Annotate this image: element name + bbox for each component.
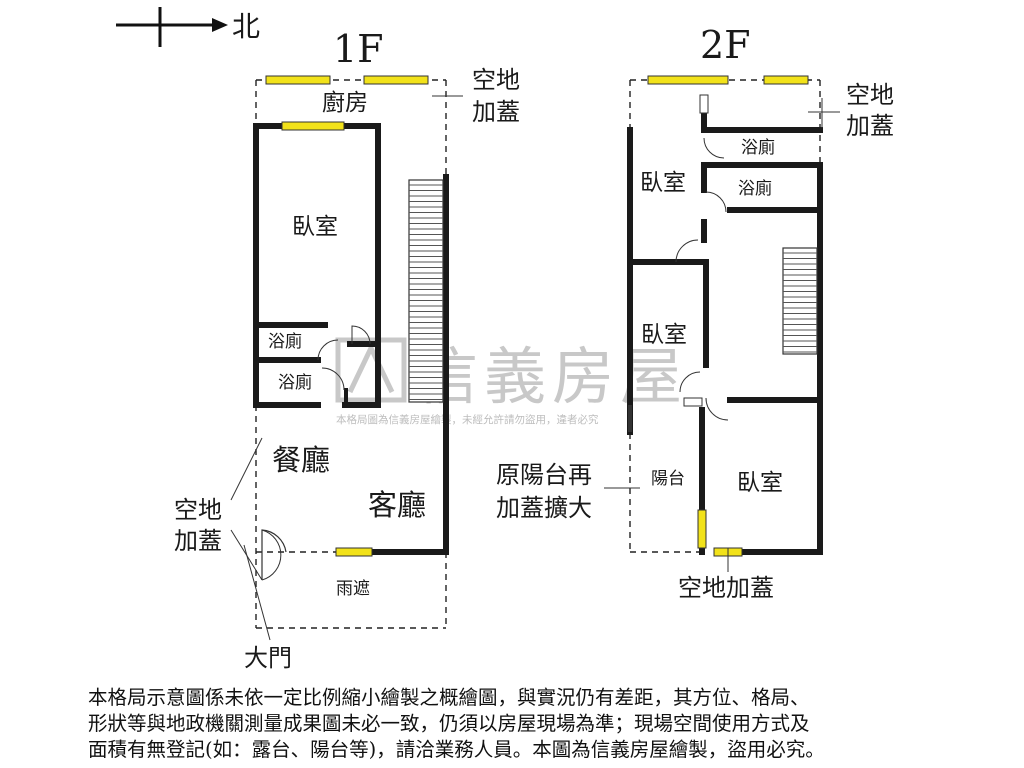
floor-plan: 北 信義房屋 本格局圖為信義房屋繪製，未經允許請勿盜用，違者必究 1F <box>116 7 894 672</box>
window <box>763 75 809 85</box>
window <box>697 509 707 549</box>
f1-bedroom-label: 臥室 <box>292 214 338 240</box>
f2-doors <box>628 94 729 432</box>
f2-addition-bottom-label: 空地加蓋 <box>678 574 774 602</box>
watermark-brand: 信義房屋 <box>416 340 688 413</box>
watermark-logo <box>335 337 407 403</box>
door <box>705 397 729 421</box>
f1-living-label: 客廳 <box>368 488 426 522</box>
f2-bath-mid-label: 浴廁 <box>738 178 772 199</box>
f2-balcony-label: 陽台 <box>651 469 685 489</box>
watermark: 信義房屋 本格局圖為信義房屋繪製，未經允許請勿盜用，違者必究 <box>335 337 688 426</box>
f1-bath-upper-label: 浴廁 <box>268 331 302 352</box>
f2-balcony-expand-line1: 原陽台再 <box>496 461 592 489</box>
f2-balcony-expand-line2: 加蓋擴大 <box>496 494 592 522</box>
f2-bedroom-mid-label: 臥室 <box>641 322 687 348</box>
window <box>265 75 331 85</box>
f1-addition-top-line1: 空地 <box>472 66 520 94</box>
door-frame <box>699 94 709 114</box>
floor-2f: 2F <box>496 23 894 602</box>
f2-addition-top-line2: 加蓋 <box>846 112 894 140</box>
f2-bedroom-bottom-label: 臥室 <box>737 470 783 496</box>
f1-kitchen-label: 廚房 <box>322 90 368 116</box>
window <box>647 75 729 85</box>
door <box>703 137 725 159</box>
compass: 北 <box>116 7 260 47</box>
floor-1f: 1F <box>174 27 520 672</box>
f2-staircase <box>782 247 818 355</box>
f1-bath-lower-label: 浴廁 <box>278 372 312 393</box>
door <box>351 325 371 345</box>
compass-arrowhead <box>212 18 228 32</box>
disclaimer-line-1: 本格局示意圖係未依一定比例縮小繪製之概繪圖，與實況仍有差距，其方位、格局、 <box>88 686 810 709</box>
watermark-notice: 本格局圖為信義房屋繪製，未經允許請勿盜用，違者必究 <box>336 413 599 426</box>
f1-doors <box>261 325 371 581</box>
door <box>679 371 701 393</box>
window <box>363 75 429 85</box>
f2-bath-top-label: 浴廁 <box>741 137 775 158</box>
door <box>317 339 339 361</box>
f2-bedroom-top-label: 臥室 <box>640 170 686 196</box>
floor-2f-title: 2F <box>700 23 751 67</box>
door <box>321 367 345 391</box>
f1-addition-left-line1: 空地 <box>174 496 222 524</box>
f1-addition-top-line2: 加蓋 <box>472 98 520 126</box>
f1-staircase <box>408 179 444 403</box>
disclaimer: 本格局示意圖係未依一定比例縮小繪製之概繪圖，與實況仍有差距，其方位、格局、 形狀… <box>88 685 988 763</box>
door <box>705 191 727 213</box>
f1-windows <box>265 75 429 557</box>
window <box>335 547 373 557</box>
f1-dining-label: 餐廳 <box>272 443 330 477</box>
f1-main-door-label: 大門 <box>244 644 292 672</box>
f1-leaders <box>230 95 463 641</box>
window <box>281 121 345 131</box>
f1-canopy-label: 雨遮 <box>336 579 370 599</box>
main-door-swing <box>261 529 282 581</box>
f2-addition-top-line1: 空地 <box>846 81 894 109</box>
f2-leaders <box>604 98 840 572</box>
door-frame <box>683 397 703 407</box>
door <box>675 239 699 263</box>
disclaimer-line-3: 面積有無登記(如：露台、陽台等)，請洽業務人員。本圖為信義房屋繪製，盜用必究。 <box>88 738 825 761</box>
floor-1f-title: 1F <box>333 27 384 71</box>
disclaimer-line-2: 形狀等與地政機關測量成果圖未必一致，仍須以房屋現場為準；現場空間使用方式及 <box>88 712 810 735</box>
compass-north-label: 北 <box>232 10 260 43</box>
f1-addition-left-line2: 加蓋 <box>174 527 222 555</box>
